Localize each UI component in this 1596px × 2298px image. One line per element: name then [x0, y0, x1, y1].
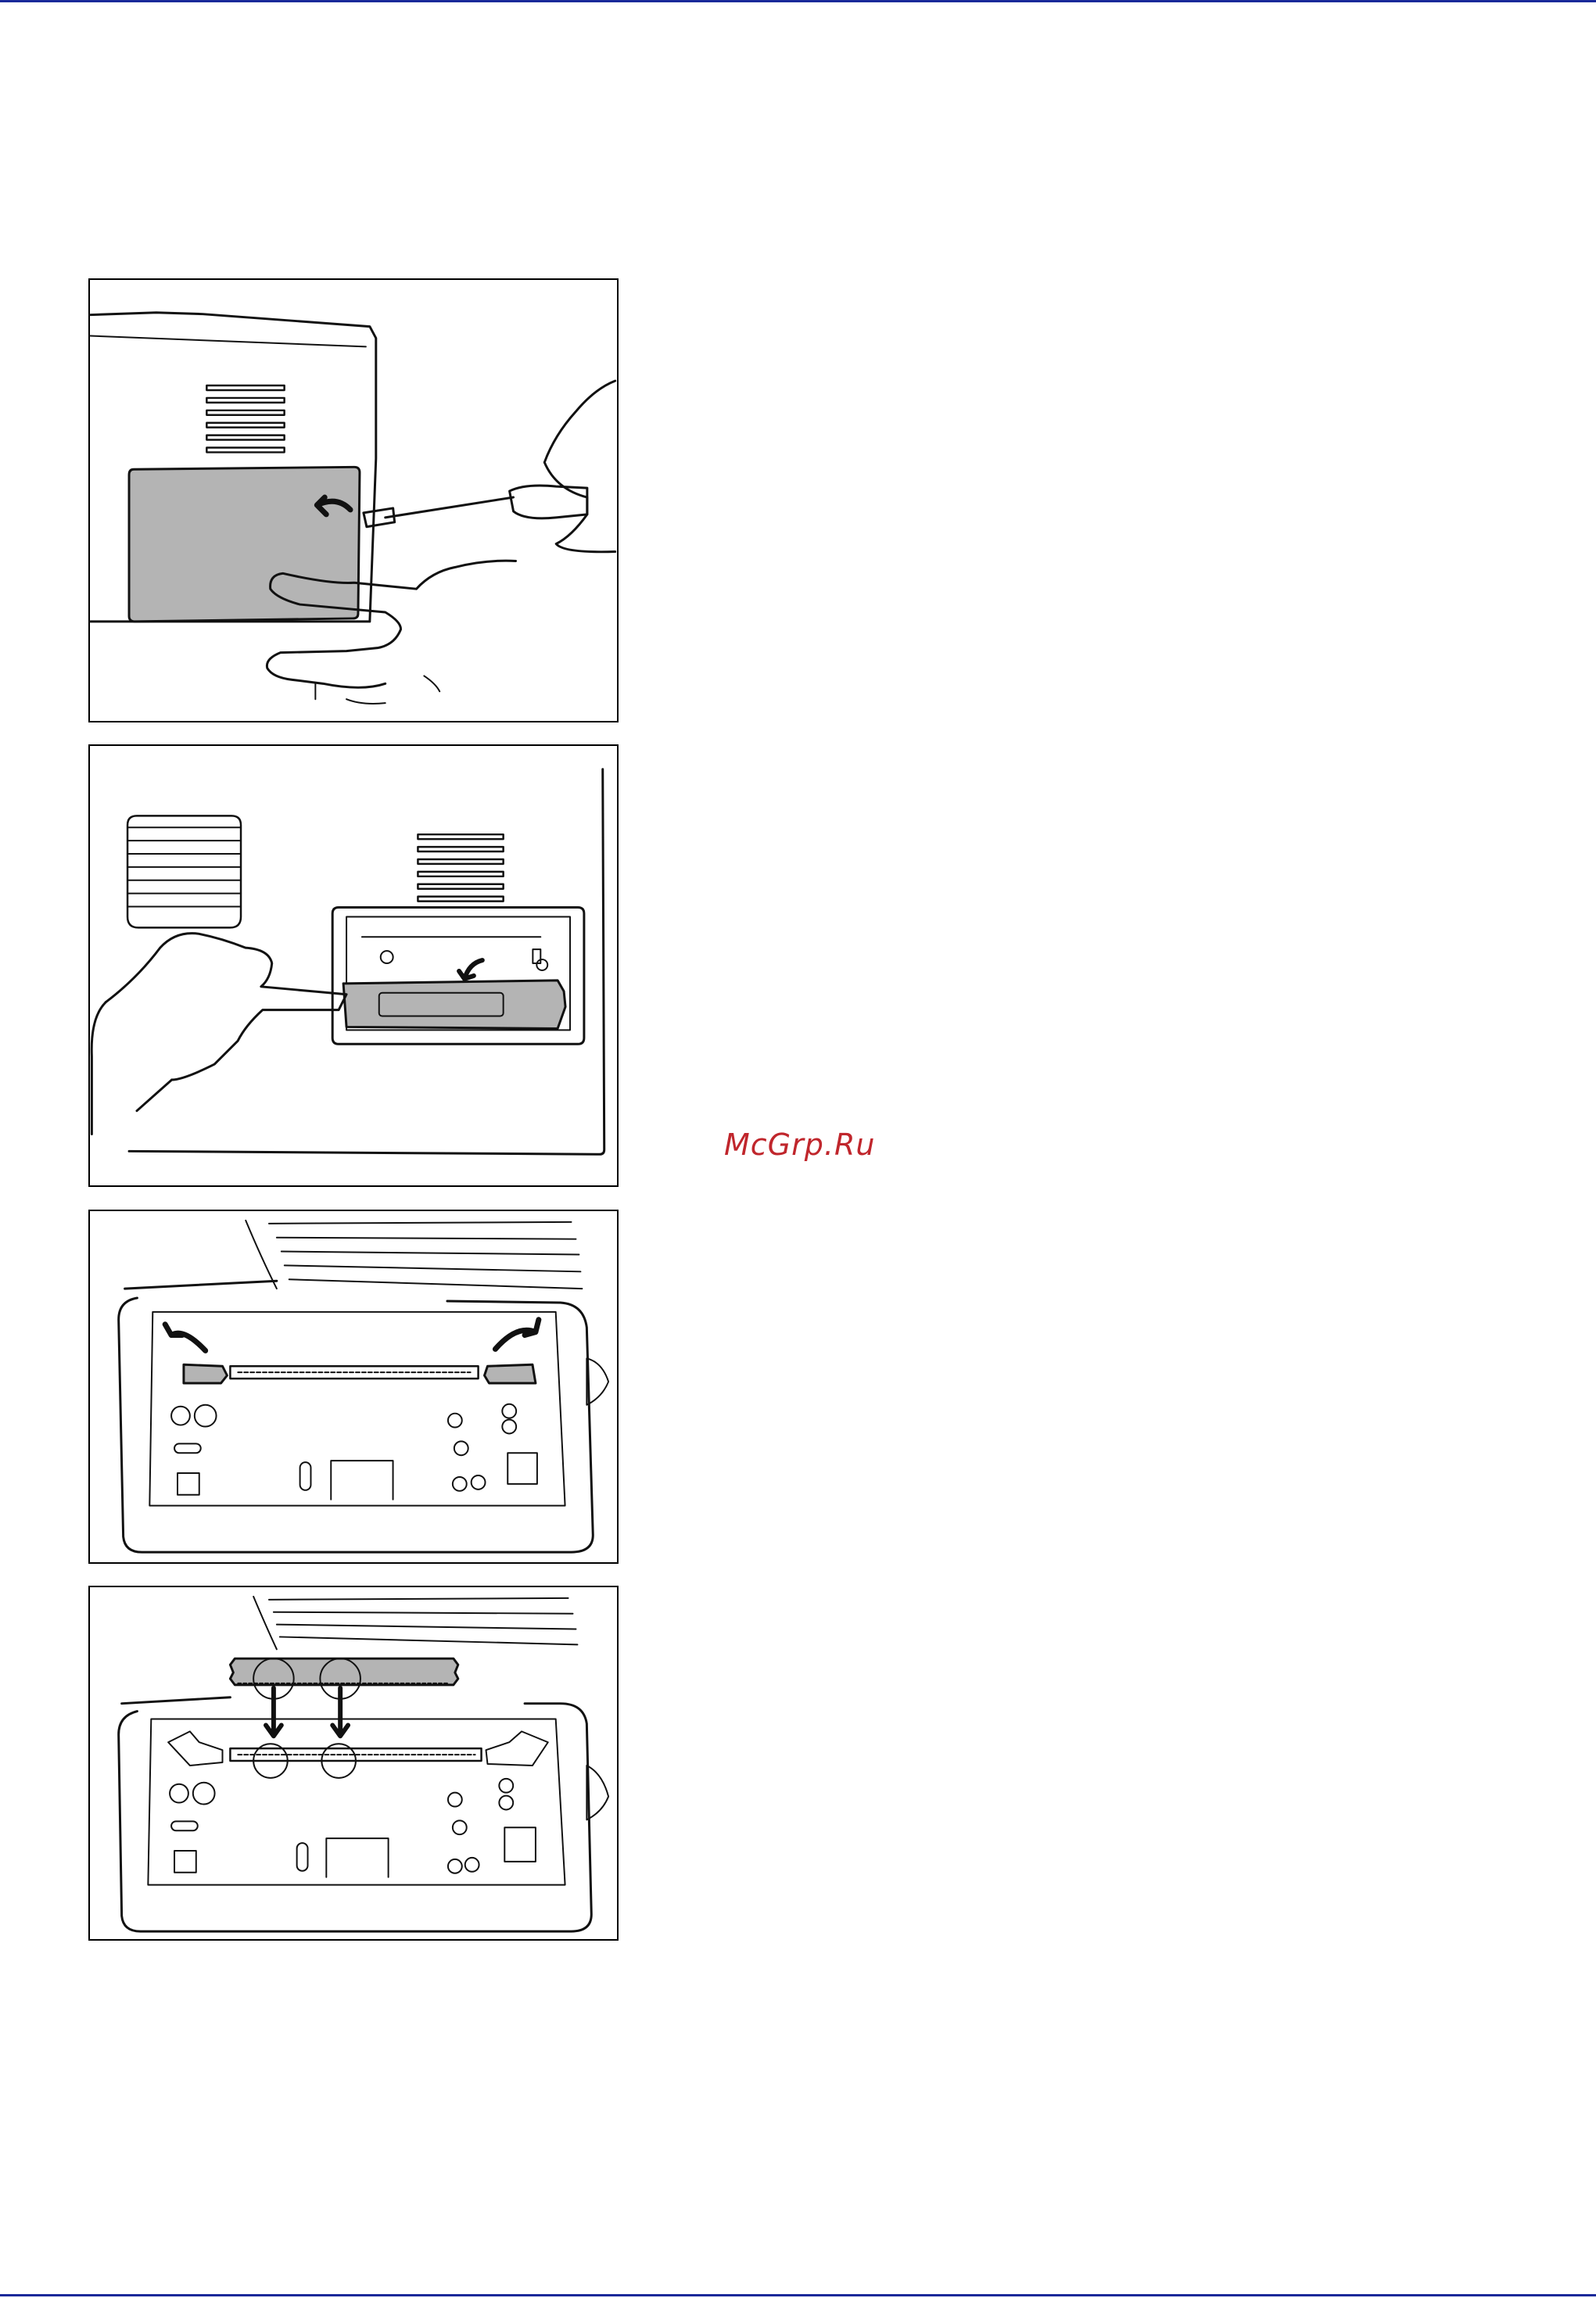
printer-lid-edge: [90, 335, 366, 346]
down-arrow-icon: [459, 960, 482, 979]
mount-hole: [193, 1783, 215, 1805]
bottom-rule: [0, 2294, 1596, 2296]
rectangular-opening: [326, 1838, 388, 1877]
oval-slot: [174, 1443, 201, 1453]
mount-hole: [499, 1779, 513, 1793]
figure-open-slot-latches: [88, 1210, 619, 1564]
watermark-text: McGrp.Ru: [724, 1127, 875, 1162]
mount-hole: [195, 1405, 217, 1427]
hand: [106, 934, 346, 1080]
mount-hole: [472, 1475, 486, 1490]
latch-open-arrow-left: [165, 1325, 206, 1351]
connector-block: [504, 1827, 536, 1862]
screwdriver-shaft: [386, 497, 514, 518]
illustration-side-cover-removal: [90, 280, 617, 721]
screwdriver-handle: [510, 486, 587, 518]
sleeve: [91, 1002, 171, 1135]
vent-slots: [418, 834, 503, 901]
left-latch: [184, 1364, 228, 1383]
insert-arrow-icon: [266, 1688, 282, 1736]
printer-edge-lines: [246, 1221, 582, 1289]
insert-arrow-icon: [332, 1688, 348, 1736]
mount-hole: [448, 1859, 462, 1873]
rectangular-opening: [331, 1461, 393, 1500]
latch-open-arrow-right: [495, 1320, 539, 1350]
slot-cover-plate: [343, 981, 565, 1029]
memory-module: [230, 1658, 457, 1685]
illustration-module-insertion: [90, 1587, 617, 1939]
hand-detail-lines: [315, 676, 439, 704]
square-opening: [174, 1851, 196, 1873]
mount-hole: [453, 1477, 467, 1491]
mount-hole: [465, 1858, 479, 1872]
figure-remove-side-cover: [88, 278, 619, 722]
mount-hole: [454, 1441, 468, 1455]
memory-slot-cover: [129, 467, 360, 622]
connector-block: [507, 1453, 537, 1484]
square-opening: [178, 1473, 199, 1495]
mount-hole: [502, 1404, 516, 1418]
vent-panel-slots: [127, 827, 241, 906]
mount-hole: [502, 1420, 516, 1434]
mount-hole: [536, 959, 547, 970]
right-hand: [544, 381, 615, 552]
figure-insert-memory-module: [88, 1586, 619, 1941]
mount-hole: [448, 1793, 462, 1807]
oval-slot-vertical: [297, 1843, 308, 1871]
vent-panel: [127, 816, 241, 927]
illustration-slot-cover-removal: [90, 746, 617, 1185]
connector-tab: [533, 949, 540, 963]
oval-slot: [171, 1821, 198, 1830]
top-rule: [0, 0, 1596, 2]
vent-slots: [206, 385, 284, 452]
oval-slot-vertical: [300, 1462, 311, 1490]
mount-hole: [170, 1784, 188, 1803]
right-latch: [485, 1364, 536, 1383]
figure-remove-slot-cover: [88, 744, 619, 1187]
mount-hole: [499, 1796, 513, 1810]
illustration-socket-latches: [90, 1211, 617, 1562]
mount-hole: [453, 1820, 467, 1834]
right-latch-open: [486, 1731, 547, 1766]
mount-hole: [381, 951, 393, 963]
mount-hole: [448, 1414, 462, 1428]
left-latch-open: [168, 1731, 222, 1766]
mount-hole: [171, 1407, 190, 1425]
printer-edge-lines: [253, 1597, 577, 1649]
